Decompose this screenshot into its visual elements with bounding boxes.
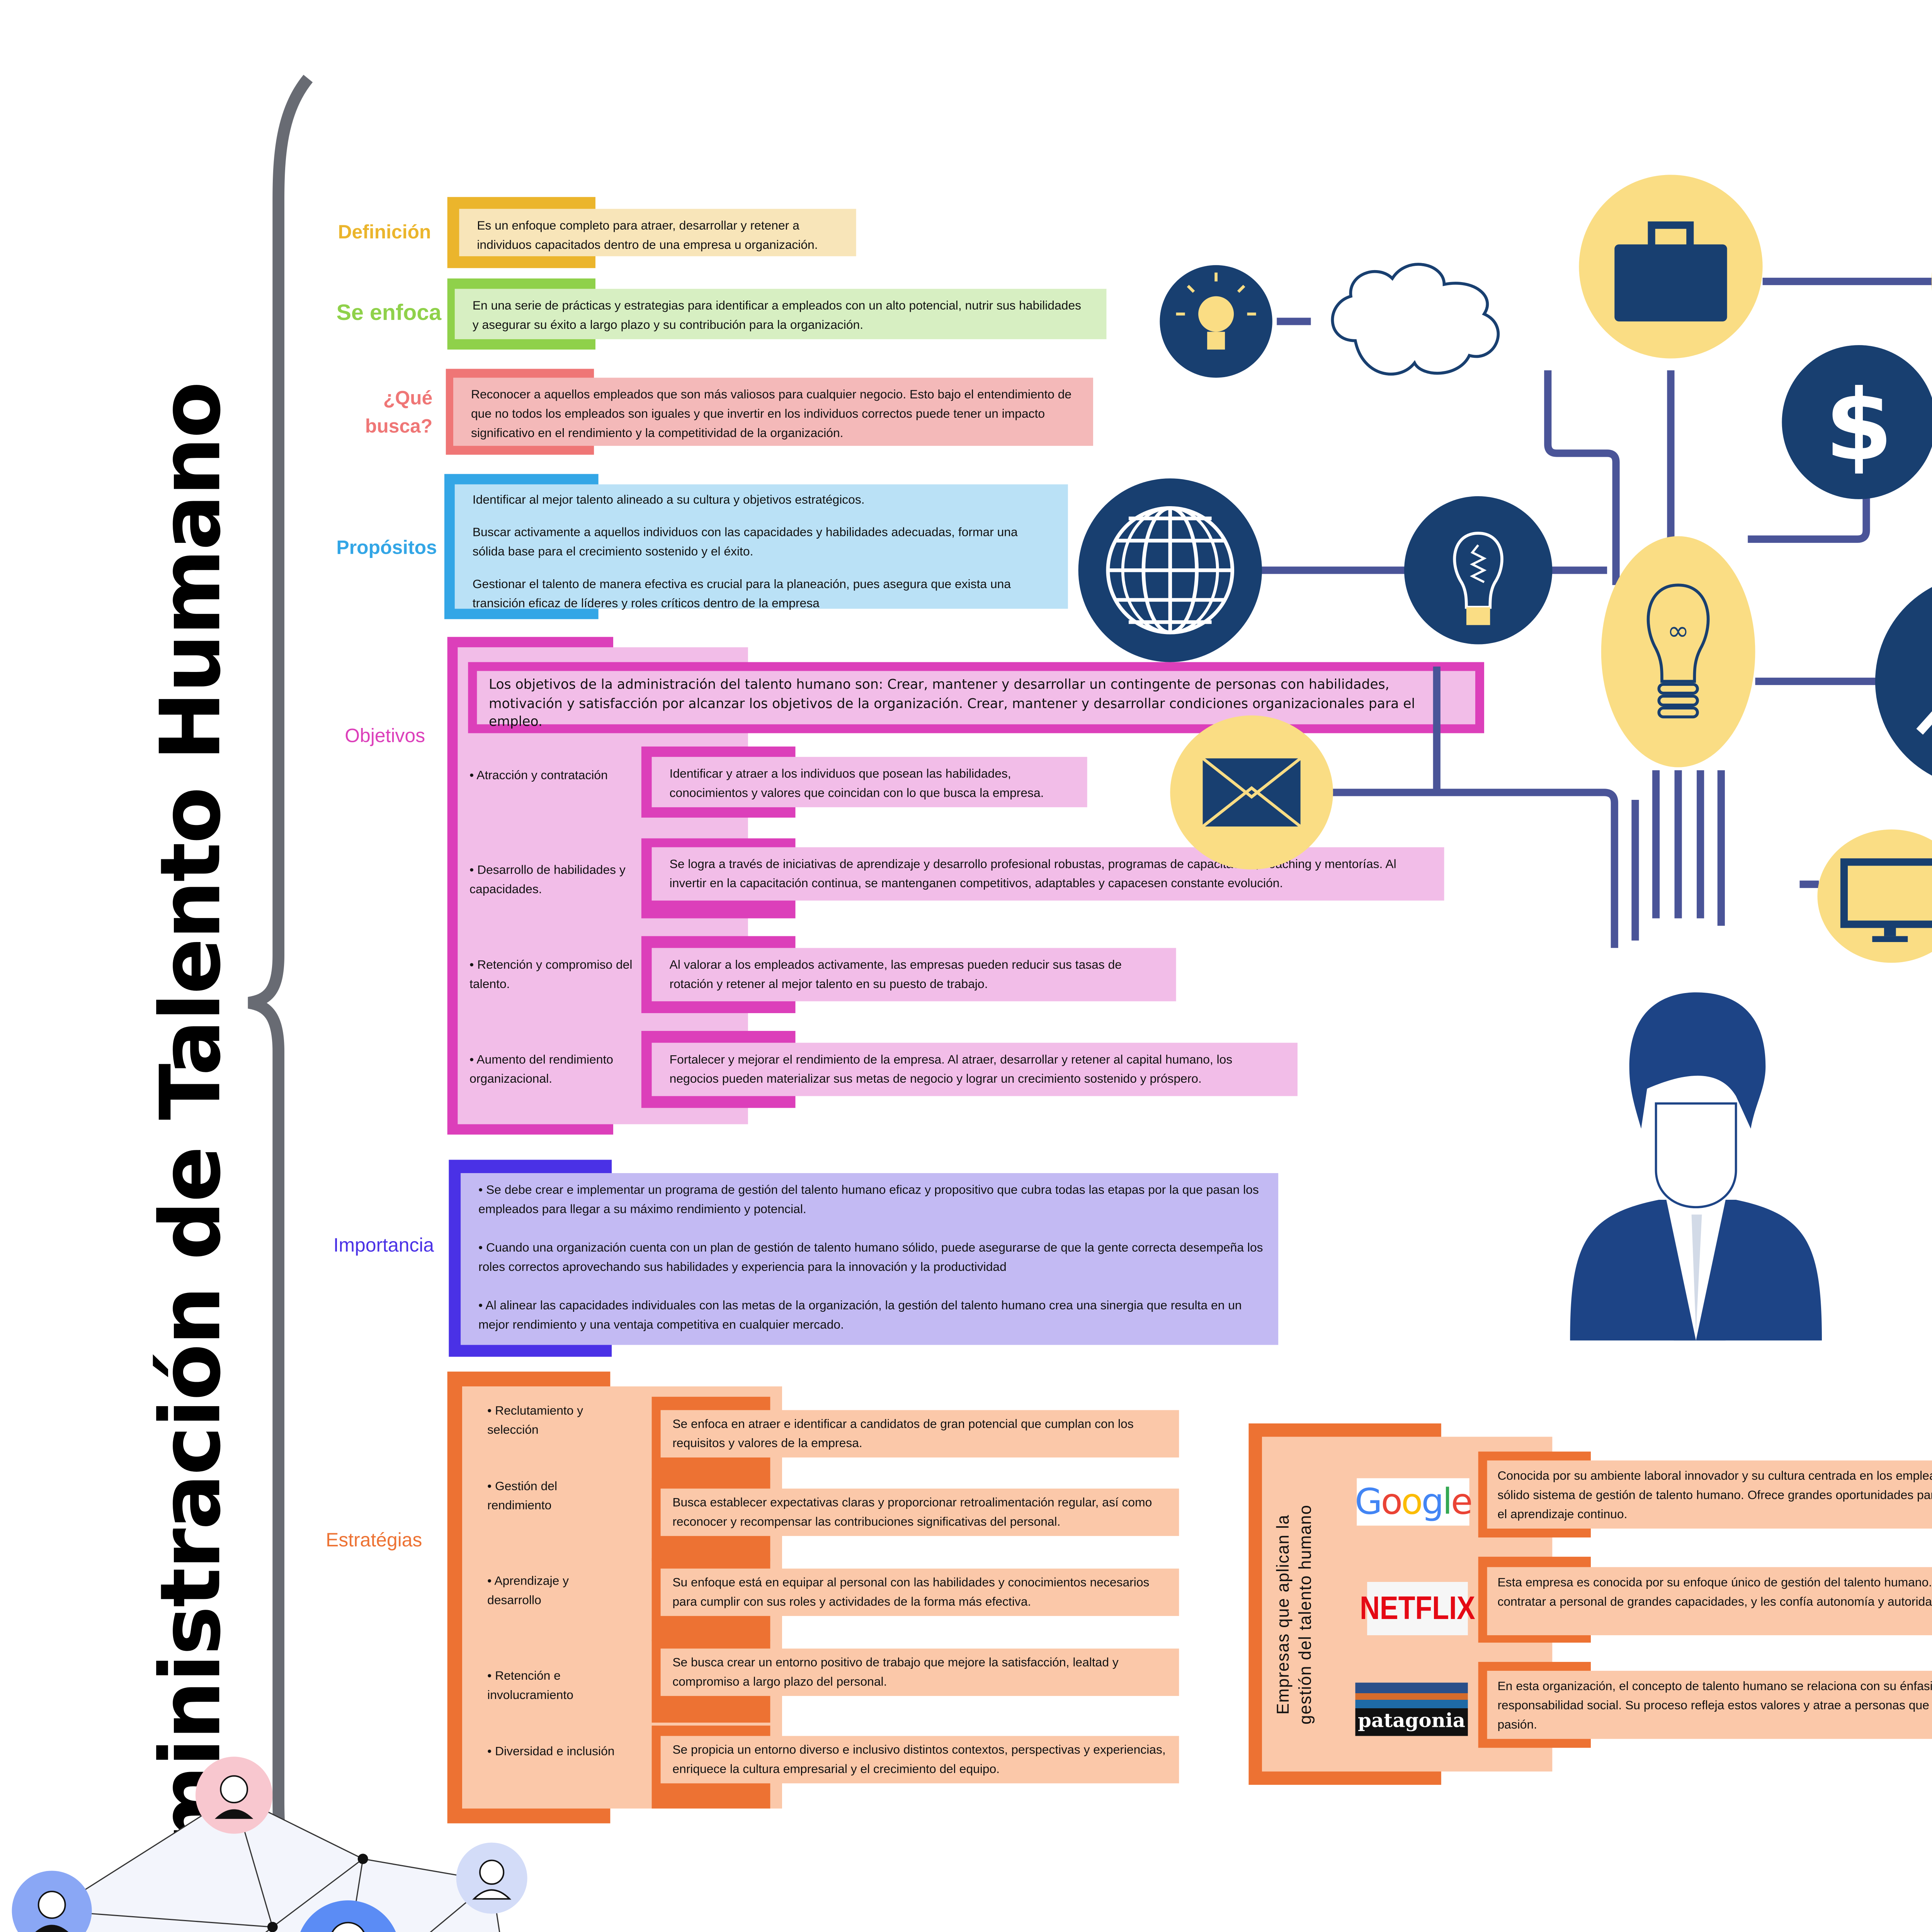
- estrategia-text: Su enfoque está en equipar al personal c…: [672, 1574, 1150, 1609]
- objetivos-label: Objetivos: [345, 724, 425, 747]
- empresa-text: Conocida por su ambiente laboral innovad…: [1497, 1468, 1932, 1521]
- enfoca-label: Se enfoca: [336, 301, 442, 326]
- globe-icon: [1078, 478, 1262, 662]
- dollar-icon: $: [1782, 345, 1932, 499]
- busca-box: Reconocer a aquellos empleados que son m…: [453, 378, 1093, 446]
- estrategia-box: Se propicia un entorno diverso e inclusi…: [660, 1736, 1179, 1784]
- objetivo-text: Identificar y atraer a los individuos qu…: [669, 765, 1044, 800]
- estrategia-name: • Retención e involucramiento: [487, 1668, 573, 1702]
- objetivos-intro: Los objetivos de la administración del t…: [477, 671, 1475, 730]
- estrategia-text: Se propicia un entorno diverso e inclusi…: [672, 1742, 1166, 1776]
- svg-text:∞: ∞: [1667, 616, 1689, 646]
- briefcase-icon: [1579, 175, 1763, 359]
- person-avatar: [456, 1842, 527, 1914]
- objetivo-name: • Aumento del rendimiento organizacional…: [469, 1051, 613, 1086]
- netflix-logo: NETFLIX: [1360, 1582, 1475, 1635]
- empresa-box: En esta organización, el concepto de tal…: [1487, 1670, 1932, 1739]
- definicion-box: Es un enfoque completo para atraer, desa…: [459, 209, 856, 257]
- estrategia-name: • Gestión del rendimiento: [487, 1478, 558, 1512]
- person-avatar: [195, 1757, 273, 1834]
- empresa-box: Esta empresa es conocida por su enfoque …: [1487, 1567, 1932, 1635]
- proposito-item: Buscar activamente a aquellos individuos…: [472, 524, 1018, 559]
- busca-label-line2: busca?: [365, 415, 433, 437]
- objetivos-intro-text: Los objetivos de la administración del t…: [488, 678, 1415, 730]
- filament-bulb-icon: [1404, 496, 1553, 645]
- brace-bracket: [248, 75, 313, 1910]
- objetivo-box: Al valorar a los empleados activamente, …: [651, 948, 1176, 1002]
- busca-label: ¿Qué busca?: [326, 384, 432, 440]
- objetivo-name: • Atracción y contratación: [469, 767, 608, 782]
- importancia-item: • Se debe crear e implementar un program…: [478, 1182, 1259, 1216]
- empresa-text: Esta empresa es conocida por su enfoque …: [1497, 1574, 1932, 1609]
- estrategia-box: Se busca crear un entorno positivo de tr…: [660, 1648, 1179, 1696]
- infinity-bulb-icon: ∞: [1601, 536, 1755, 767]
- importancia-item: • Al alinear las capacidades individuale…: [478, 1297, 1242, 1332]
- empresas-label: Empresas que aplican la gestión del tale…: [1274, 1459, 1318, 1770]
- estrategia-text: Se enfoca en atraer e identificar a cand…: [672, 1416, 1134, 1450]
- objetivo-box: Identificar y atraer a los individuos qu…: [651, 757, 1087, 808]
- people-network: [12, 1757, 527, 1932]
- estrategia-name: • Aprendizaje y desarrollo: [487, 1573, 569, 1607]
- objetivo-box: Fortalecer y mejorar el rendimiento de l…: [651, 1043, 1298, 1096]
- empresa-box: Conocida por su ambiente laboral innovad…: [1487, 1460, 1932, 1529]
- growth-chart-icon: [1875, 587, 1932, 776]
- importancia-box: • Se debe crear e implementar un program…: [461, 1173, 1279, 1345]
- monitor-icon: [1817, 829, 1932, 963]
- svg-text:$: $: [1825, 368, 1893, 482]
- estrategia-box: Busca establecer expectativas claras y p…: [660, 1488, 1179, 1536]
- propositos-label: Propósitos: [336, 536, 437, 559]
- proposito-item: Gestionar el talento de manera efectiva …: [472, 576, 1011, 611]
- definicion-label: Definición: [338, 221, 431, 243]
- enfoca-text: En una serie de prácticas y estrategias …: [472, 298, 1082, 332]
- definicion-text: Es un enfoque completo para atraer, desa…: [477, 218, 818, 252]
- empresa-text: En esta organización, el concepto de tal…: [1497, 1678, 1932, 1732]
- objetivo-text: Fortalecer y mejorar el rendimiento de l…: [669, 1051, 1233, 1086]
- patagonia-logo: patagonia: [1355, 1682, 1468, 1736]
- businessman-icon: [1570, 992, 1822, 1341]
- busca-label-line1: ¿Qué: [383, 386, 433, 409]
- estrategia-name: • Reclutamiento y selección: [487, 1403, 583, 1437]
- estrategia-box: Se enfoca en atraer e identificar a cand…: [660, 1410, 1179, 1458]
- objetivo-name: • Desarrollo de habilidades y capacidade…: [469, 862, 626, 896]
- person-avatar: [300, 1900, 396, 1932]
- objetivo-name: • Retención y compromiso del talento.: [469, 957, 633, 991]
- estrategia-name: • Diversidad e inclusión: [487, 1743, 615, 1759]
- enfoca-box: En una serie de prácticas y estrategias …: [454, 289, 1107, 339]
- estrategia-text: Se busca crear un entorno positivo de tr…: [672, 1654, 1119, 1689]
- estrategia-text: Busca establecer expectativas claras y p…: [672, 1494, 1152, 1529]
- envelope-icon: [1170, 715, 1333, 870]
- importancia-item: • Cuando una organización cuenta con un …: [478, 1240, 1263, 1274]
- cloud-brain-icon: [1331, 263, 1500, 376]
- empresas-label-line1: Empresas que aplican la: [1275, 1514, 1293, 1715]
- importancia-label: Importancia: [333, 1234, 434, 1256]
- lightbulb-icon: [1160, 265, 1272, 378]
- network-nodes: [267, 1854, 368, 1932]
- talent-illustration: $ ∞: [1078, 175, 1932, 1341]
- propositos-box: Identificar al mejor talento alineado a …: [454, 484, 1068, 610]
- objetivo-box: Se logra a través de iniciativas de apre…: [651, 847, 1444, 901]
- proposito-item: Identificar al mejor talento alineado a …: [472, 492, 865, 507]
- network-edges: [51, 1794, 500, 1932]
- empresas-label-line2: gestión del talento humano: [1297, 1504, 1315, 1725]
- person-avatar: [12, 1871, 92, 1932]
- busca-text: Reconocer a aquellos empleados que son m…: [471, 386, 1072, 440]
- page-title: Administración de Talento Humano: [143, 383, 240, 1932]
- estrategia-box: Su enfoque está en equipar al personal c…: [660, 1568, 1179, 1616]
- estrategias-label: Estratégias: [326, 1528, 422, 1551]
- objetivo-text: Al valorar a los empleados activamente, …: [669, 957, 1122, 991]
